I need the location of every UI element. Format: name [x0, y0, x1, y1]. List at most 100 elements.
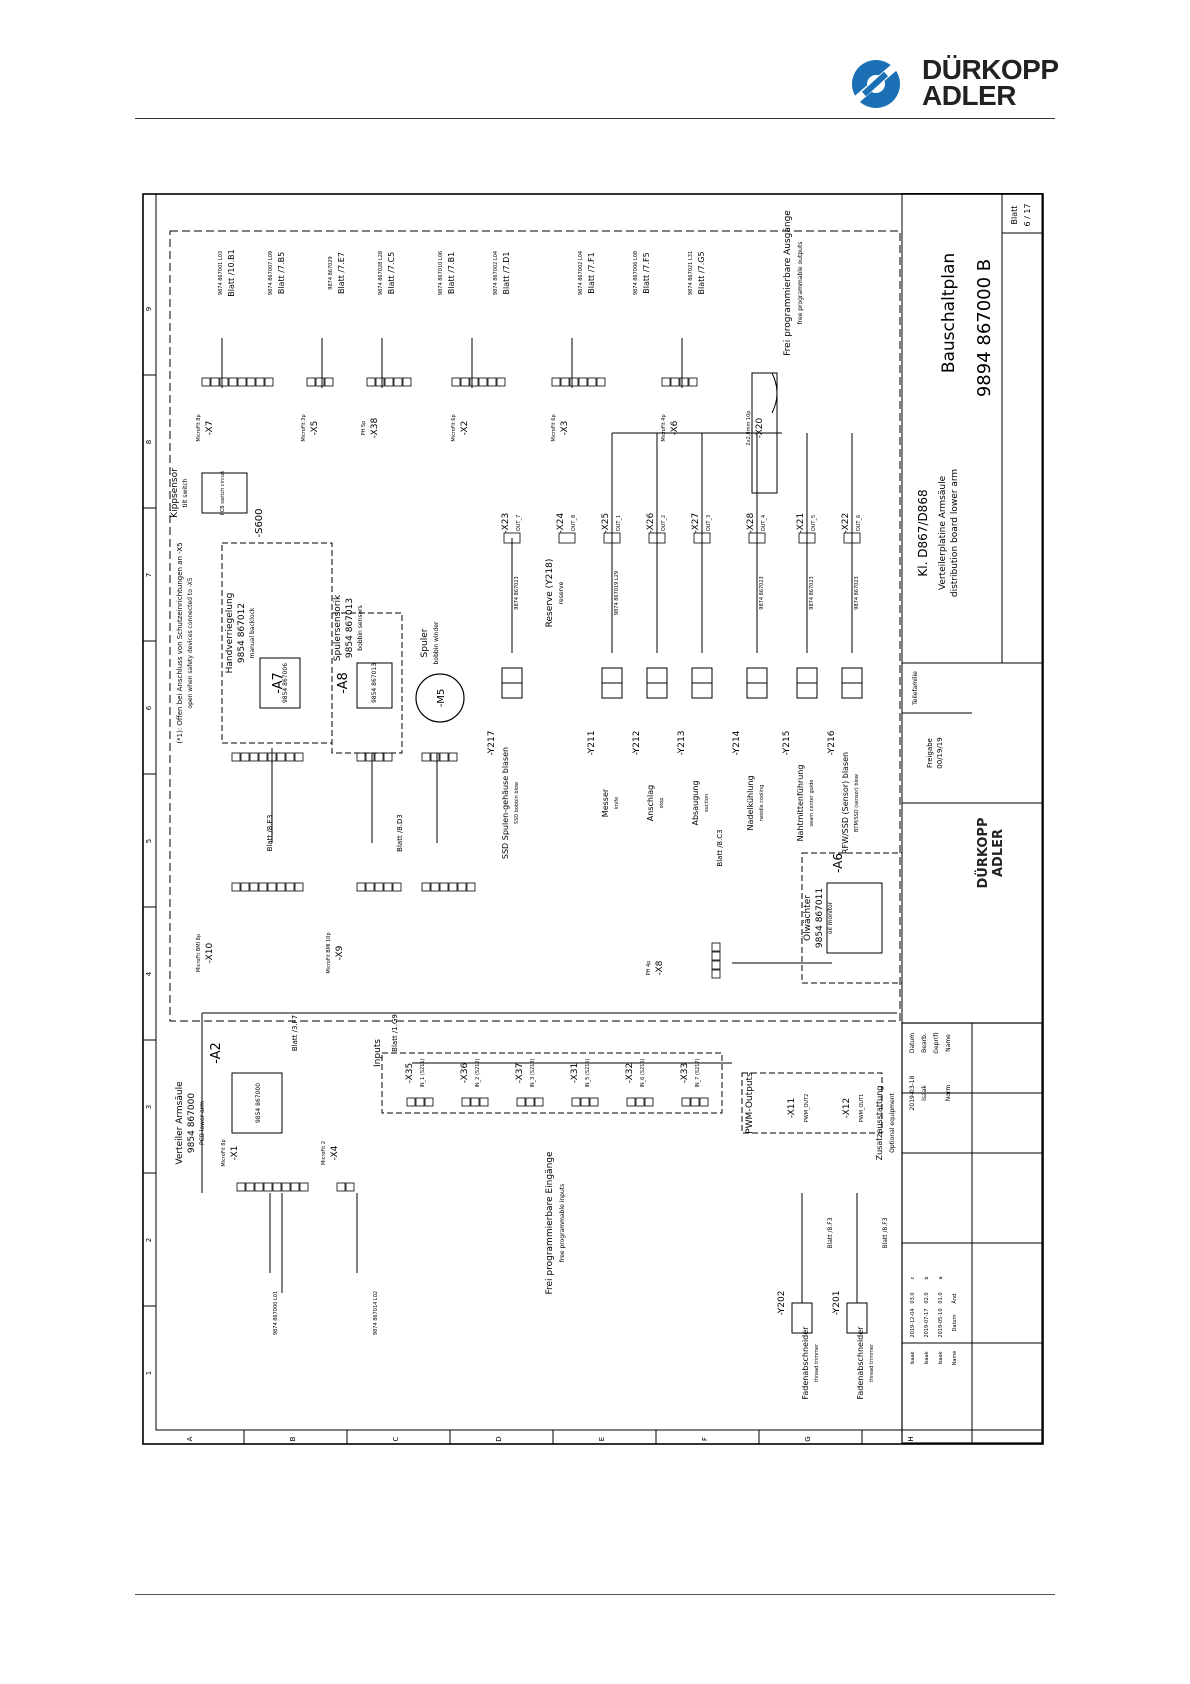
row-marker-G: G [804, 1436, 812, 1441]
valve-sig-x28: OUT_4 [761, 515, 767, 531]
left-ref-x8: Blatt /8.C3 [716, 829, 724, 866]
top-ref-6: Blatt /7.F1 [587, 252, 596, 293]
row-marker-F: F [701, 1437, 709, 1441]
column-marker-6: 6 [145, 705, 153, 710]
valve-conn-x26: -X26 [646, 513, 656, 534]
valve-tag-y215: -Y215 [782, 731, 792, 756]
brand-logo: DÜRKOPP ADLER [842, 54, 1062, 110]
s600-tag: -S600 [254, 508, 265, 537]
a2-inner: 9854 867000 [255, 1083, 262, 1123]
s600-box [201, 472, 248, 514]
left-cable-x1: 9874 867000 L01 [273, 1291, 279, 1335]
strip-a8-pins [356, 752, 393, 762]
strip-x38 [366, 377, 412, 387]
valve-sig-x23: OUT_7 [516, 515, 522, 531]
conn-tag-x6: -X6 [670, 420, 680, 435]
drawn-label: Bearb. [921, 1033, 928, 1053]
left-conn-x10: -X10 [205, 943, 215, 964]
desc-en: distribution board lower arm [950, 469, 960, 597]
conn-type-x5: MicroFit 3p [301, 414, 307, 441]
trimmer-en-y201: thread trimmer [869, 1343, 875, 1382]
left-conn-x4: -X4 [330, 1145, 340, 1160]
valve-en-y215: seam center guide [809, 780, 815, 827]
row-marker-E: E [598, 1437, 606, 1441]
valve-cable-y211: 9874 867019 L29 [614, 571, 620, 615]
rev-num-3: Änd. [951, 1292, 958, 1304]
drawing-number: 9894 867000 B [974, 259, 995, 397]
conn-type-x7: MicroFit 8p [196, 414, 202, 441]
open-note-de: (*1): Offen bei Anschluss von Schutzeinr… [176, 542, 184, 743]
left-conn-x1: -X1 [230, 1146, 240, 1161]
inputs-group-de: Frei programmierbare Eingänge [545, 1151, 555, 1295]
left-conn-x9: -X9 [335, 945, 345, 960]
date-value: 2019-03-18 [909, 1075, 916, 1110]
left-conn-x8: -X8 [655, 960, 665, 975]
sheet-inner-frame [155, 193, 1043, 1431]
title-brand-2: ADLER [991, 829, 1006, 877]
valve-de-y217: SSD Spulen-gehäuse blasen [501, 747, 510, 859]
optional-en: Optional equipment [889, 1092, 896, 1152]
sheet-value: 6 / 17 [1023, 203, 1032, 226]
wiring [201, 338, 897, 1293]
footer-rule [135, 1594, 1055, 1595]
conn-type-x3: MicroFit 6p [551, 414, 557, 441]
a2-tag: -A2 [209, 1042, 224, 1064]
trimmer-ref-x11: Blatt /8.F3 [827, 1217, 834, 1248]
top-ref-0: Blatt /10.B1 [227, 249, 236, 296]
top-ref-2: Blatt /7.E7 [337, 252, 346, 294]
s600-sub: tilt switch [182, 478, 189, 507]
valve-tag-y213: -Y213 [677, 731, 687, 756]
trimmer-sig-x12: PWM_OUT1 [859, 1094, 865, 1123]
input-tag-x37: -X37 [515, 1063, 525, 1083]
trimmer-en-y202: thread trimmer [814, 1343, 820, 1382]
trimmer-ref-x12: Blatt /8.F3 [882, 1217, 889, 1248]
conn-type-x2: MicroFit 6p [451, 414, 457, 441]
schematic-labels: Bauschaltplan 9894 867000 B Kl. D867/D86… [170, 203, 1032, 1294]
trimmer-symbols [791, 1193, 868, 1334]
a8-part: 9854 867013 [345, 598, 355, 658]
left-type-x8: PH 4p [646, 961, 652, 976]
conn-tag-x2: -X2 [460, 421, 470, 436]
top-ref-4: Blatt /7.B1 [447, 252, 456, 294]
trimmer-de-y202: Fadenabschneider [801, 1326, 810, 1400]
column-marker-4: 4 [145, 971, 153, 976]
row-marker-D: D [495, 1436, 503, 1441]
top-ref-8: Blatt /7.G5 [697, 251, 706, 294]
valve-en-y216: BTM/SSD (sensor) blow [854, 774, 860, 832]
valve-conn-x21: -X21 [796, 513, 806, 533]
a7-inner: 9854 867006 [282, 663, 289, 703]
name-label: Name [945, 1034, 952, 1052]
input-sig-x32: IN_6 (S216) [640, 1058, 646, 1087]
a7-part: 9854 867012 [237, 603, 247, 663]
valve-y212-icon [646, 667, 668, 699]
pwm-title: PWM-Outputs [745, 1072, 755, 1134]
rev-date-0: 2019-12-04 [910, 1308, 916, 1337]
input-sig-x37: IN_3 (S213) [530, 1058, 536, 1087]
input-sig-x31: IN_5 (S215) [585, 1058, 591, 1087]
rev-name-2: Isaak [938, 1351, 944, 1364]
conn-type-x6: MicroFit 4p [661, 414, 667, 441]
top-ref-3: Blatt /7.C5 [387, 252, 396, 294]
rev-idx-2: a [938, 1276, 944, 1279]
input-tag-x35: -X35 [405, 1063, 415, 1083]
valve-y211-icon [601, 667, 623, 699]
valve-y213-icon [691, 667, 713, 699]
valve-conn-x28: -X28 [746, 513, 756, 534]
sheet-label: Blatt [1010, 206, 1019, 225]
checked-label: Gepr(f) [933, 1032, 940, 1053]
family-label: Teilefamilie [912, 671, 919, 706]
valve-tag-y216: -Y216 [827, 730, 837, 755]
optional-de: Zusatzausstattung [875, 1086, 884, 1161]
strip-x5 [306, 377, 334, 387]
conn-type-x38: PH 5p [361, 421, 367, 436]
valve-de-y212: Anschlag [646, 785, 655, 821]
rev-name-0: Isaak [910, 1351, 916, 1364]
conn-type-x20: 2x2,8mm 10p [746, 411, 752, 446]
top-cable-3: 9874 867028 L28 [378, 251, 384, 295]
x20-strip [751, 372, 778, 494]
valve-de-y216: RFW/SSD (Sensor) blasen [841, 752, 850, 854]
